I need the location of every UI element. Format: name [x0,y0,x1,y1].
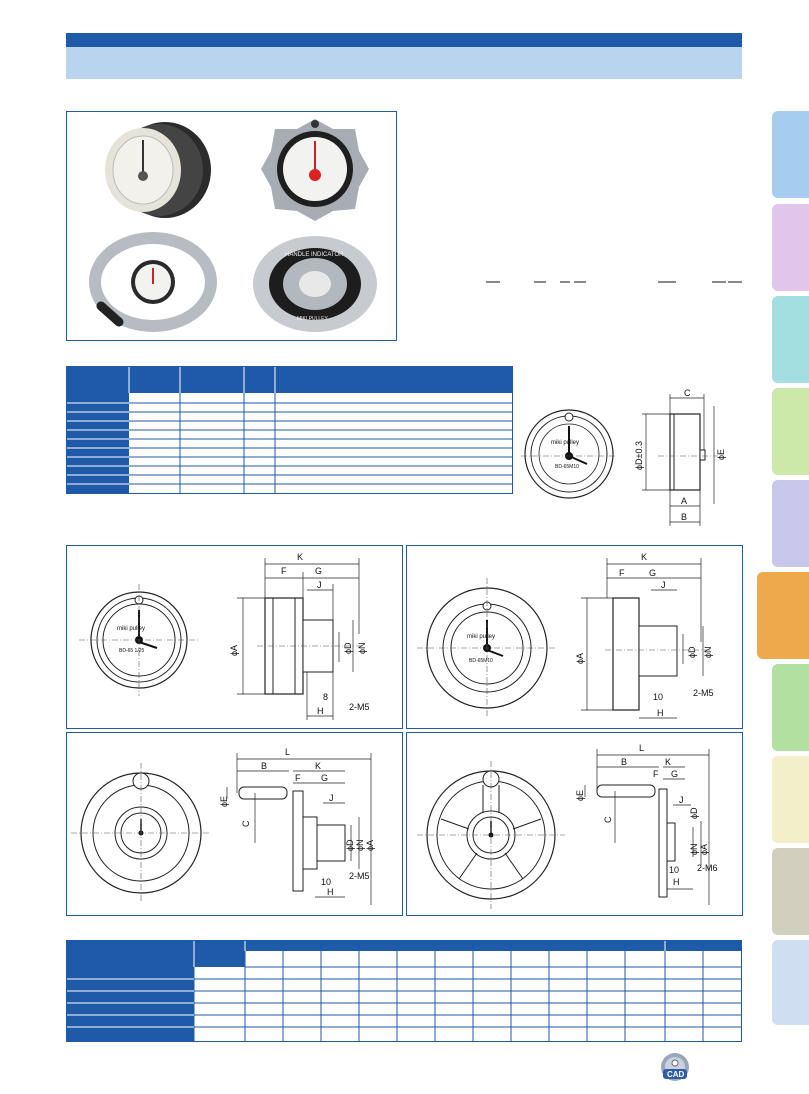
side-tab-1[interactable] [772,111,809,198]
dim-round-K: K [297,552,303,562]
dim-w3-N: ϕN [355,839,365,851]
side-tab-3[interactable] [772,296,809,383]
dim-w3-C: C [241,820,251,827]
drawing-box-wheel-3: L B K F G ϕE C J ϕD ϕN ϕA 10 2-M5 H [66,732,403,916]
drawing-box-wheel-5: L B K F G ϕE C J ϕD ϕN ϕA 10 2-M6 H [406,732,743,916]
side-tab-10[interactable] [772,940,809,1025]
cad-badge-icon[interactable]: CAD [657,1051,693,1083]
dim-star-10: 10 [653,692,663,702]
dim-star-tap: 2-M5 [693,688,714,698]
cad-badge-label: CAD [667,1070,685,1079]
drawing-box-round-knob: miki pulley BD-65 1/25 [66,545,403,729]
spec-table-1 [66,366,513,494]
dim-round-G: G [315,566,322,576]
drawing-wheel-3: L B K F G ϕE C J ϕD ϕN ϕA 10 2-M5 H [71,747,375,905]
dial-brand-round: miki pulley [117,626,145,632]
dim-w5-J: J [679,795,684,805]
dim-small-E: ϕE [716,449,726,460]
rim-text-2: MIKI PULLEY [297,316,329,322]
dial-model-round: BD-65 1/25 [119,648,145,654]
dim-star-J: J [661,580,666,590]
dim-w3-L: L [285,747,290,757]
dim-w3-B: B [261,761,267,771]
dim-w5-H: H [673,877,680,887]
spec-table-1-grid [67,367,512,493]
drawing-box-star-knob: miki pulley BD-65M10 K F G [406,545,743,729]
drawing-star-knob: miki pulley BD-65M10 K F G [417,552,714,719]
dim-w5-F: F [653,769,659,779]
product-photo-box: HANDLE INDICATOR MIKI PULLEY [66,111,397,341]
spec-table-2-grid [67,941,741,1041]
dim-w3-E: ϕE [219,796,229,807]
photo-round-knob [105,122,211,218]
side-tab-2[interactable] [772,204,809,291]
dim-w5-A: ϕA [699,844,709,855]
dim-w3-H: H [327,887,334,897]
dim-w5-10: 10 [669,865,679,875]
drawing-wheel-5: L B K F G ϕE C J ϕD ϕN ϕA 10 2-M6 H [417,743,718,909]
dim-w5-D: ϕD [689,807,699,819]
dim-star-A: ϕA [575,653,585,664]
rim-text: HANDLE INDICATOR [285,252,344,258]
dim-w5-L: L [639,743,644,753]
photo-indicator-ring: HANDLE INDICATOR MIKI PULLEY [253,236,377,332]
dim-w3-F: F [295,773,301,783]
side-tab-5[interactable] [772,480,809,567]
dim-round-J: J [317,580,322,590]
side-tab-6-active[interactable] [757,572,809,659]
small-indicator-front: miki pulley BD-65M10 [521,409,617,499]
dim-star-F: F [619,568,625,578]
dim-round-8: 8 [323,692,328,702]
dim-star-D: ϕD [687,646,697,658]
side-tab-9[interactable] [772,848,809,935]
dim-w3-G: G [321,773,328,783]
dim-small-D: ϕD±0.3 [634,441,644,470]
drawing-round-knob: miki pulley BD-65 1/25 [79,552,370,720]
dim-round-F: F [281,566,287,576]
dim-round-H: H [317,706,324,716]
dim-w3-A: ϕA [365,840,375,851]
dim-w5-E: ϕE [575,790,585,801]
dim-star-H: H [657,708,664,718]
photo-handwheel [89,232,217,332]
header-subbar [66,47,742,79]
small-indicator-side: C ϕD±0.3 ϕE A B [634,388,726,526]
side-tab-4[interactable] [772,388,809,475]
dim-w5-tap: 2-M6 [697,863,718,873]
product-photos: HANDLE INDICATOR MIKI PULLEY [89,119,377,332]
side-tab-7[interactable] [772,664,809,751]
dim-w5-C: C [603,816,613,823]
dim-w5-K: K [665,757,671,767]
dial-model-star: BD-65M10 [469,658,493,664]
dim-w5-G: G [671,769,678,779]
dial-model-small: BD-65M10 [555,464,579,470]
dim-w3-tap: 2-M5 [349,871,370,881]
dim-small-C: C [684,388,691,398]
text-underlines [486,281,742,283]
dim-small-B: B [681,512,687,522]
dim-w5-N: ϕN [689,843,699,855]
dim-w5-B: B [621,757,627,767]
side-tab-8[interactable] [772,756,809,843]
dial-brand-star: miki pulley [467,634,495,640]
header-bar [66,33,742,47]
dim-round-D: ϕD [343,642,353,654]
photo-star-knob [261,119,369,221]
dim-star-N: ϕN [703,646,713,658]
spec-table-2 [66,940,742,1042]
dim-round-tap: 2-M5 [349,702,370,712]
dim-round-N: ϕN [357,642,367,654]
dim-small-A: A [681,496,687,506]
dim-w3-J: J [329,793,334,803]
dim-w3-K: K [315,761,321,771]
dim-star-K: K [641,552,647,562]
dial-brand-small: miki pulley [551,440,579,446]
dim-w3-D: ϕD [345,839,355,851]
dim-round-A: ϕA [229,645,239,656]
dim-w3-10: 10 [321,877,331,887]
dim-star-G: G [649,568,656,578]
